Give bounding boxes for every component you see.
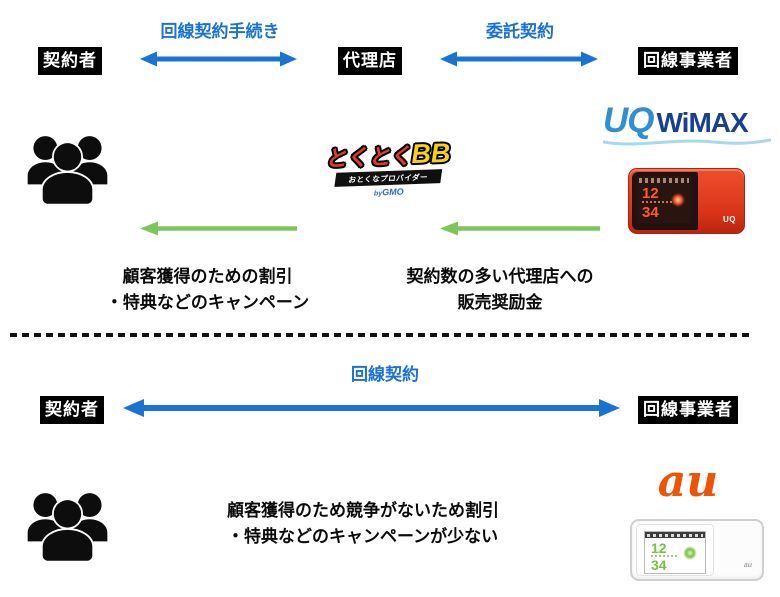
bottom-carrier-box: 回線事業者 — [638, 396, 738, 425]
top-right-arrow-label: 委託契約 — [486, 22, 554, 41]
top-right-caption-line2: 販売奨励金 — [457, 293, 543, 312]
uq-screen-number-bottom: 34 — [642, 204, 659, 221]
uq-router-screen: 12 34 — [637, 176, 691, 223]
top-left-caption: 顧客獲得のための割引 ・特典などのキャンペーン — [100, 264, 315, 316]
bottom-caption-line2: ・特典などのキャンペーンが少ない — [227, 527, 499, 546]
top-left-arrow-label: 回線契約手続き — [160, 22, 280, 41]
uq-signal-dot — [671, 193, 685, 207]
au-router-screen-panel: 12 34 — [636, 524, 714, 576]
uq-router-screen-panel: 12 34 — [632, 172, 698, 230]
top-left-caption-line1: 顧客獲得のための割引 — [122, 267, 293, 286]
green-arrow-right — [440, 221, 600, 236]
bottom-users-group-icon — [27, 493, 108, 561]
top-right-caption: 契約数の多い代理店への 販売奨励金 — [400, 264, 600, 316]
bottom-caption-line1: 顧客獲得のため競争がないため割引 — [227, 501, 499, 520]
bottom-caption: 顧客獲得のため競争がないため割引 ・特典などのキャンペーンが少ない — [227, 498, 527, 550]
green-arrow-left — [140, 221, 297, 236]
au-router-device: 12 34 au — [630, 519, 764, 581]
au-device-brand-label: au — [743, 562, 752, 569]
top-carrier-box: 回線事業者 — [638, 47, 738, 76]
uq-device-brand-label: UQ — [723, 215, 736, 224]
au-screen-statusbar — [645, 532, 705, 538]
au-screen-detail-row — [651, 555, 679, 557]
au-screen-number-bottom: 34 — [651, 557, 667, 573]
uq-screen-statusbar — [639, 178, 689, 183]
top-left-caption-line2: ・特典などのキャンペーン — [105, 293, 310, 312]
blue-double-arrow-right — [440, 51, 598, 67]
bottom-arrow-label: 回線契約 — [351, 365, 419, 384]
au-logo: au — [657, 456, 719, 507]
tokutoku-tagline: おとくなプロバイダー — [334, 169, 443, 187]
bottom-contractor-box: 契約者 — [40, 396, 104, 425]
top-contractor-box: 契約者 — [38, 47, 102, 76]
tokutoku-bb-logo-text: とくとくBB — [324, 137, 451, 172]
blue-double-arrow-left — [140, 51, 297, 67]
au-signal-dot — [683, 546, 697, 560]
gmo-byline: byGMO — [373, 186, 404, 198]
top-users-group-icon — [27, 136, 108, 204]
au-router-screen: 12 34 — [644, 531, 706, 574]
uq-router-device: 12 34 UQ — [628, 168, 745, 234]
uq-screen-number-top: 12 — [642, 185, 659, 202]
tokutoku-bb-logo: とくとくBB おとくなプロバイダー byGMO — [321, 137, 455, 200]
top-agency-box: 代理店 — [338, 47, 402, 76]
blue-double-arrow-bottom — [123, 399, 620, 417]
au-screen-number-top: 12 — [651, 540, 667, 556]
top-right-caption-line1: 契約数の多い代理店への — [406, 267, 594, 286]
uq-wave-swoosh — [603, 138, 771, 146]
dashed-divider — [10, 333, 750, 337]
uq-screen-detail-row — [642, 201, 672, 203]
